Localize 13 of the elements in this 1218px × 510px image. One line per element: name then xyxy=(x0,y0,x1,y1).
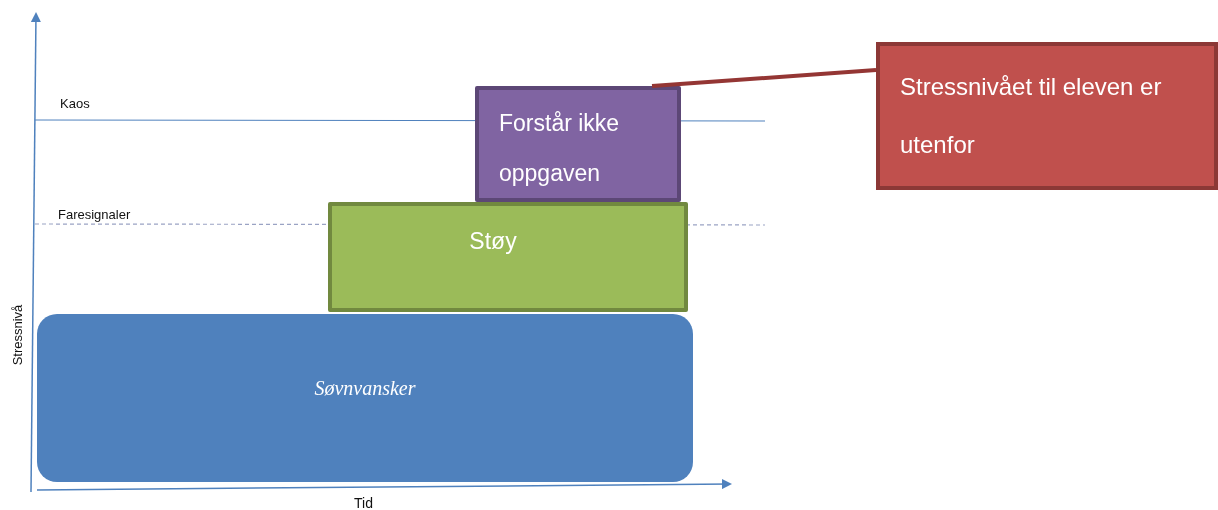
leader-line xyxy=(651,68,877,88)
node-text: Søvnvansker xyxy=(313,376,417,401)
callout-box xyxy=(876,42,1218,190)
axis-title: Tid xyxy=(354,495,373,510)
axis-title: Stressnivå xyxy=(9,304,25,366)
stress-block xyxy=(475,86,681,202)
node-text: Støy xyxy=(468,227,518,256)
node-text: Forstår ikke oppgaven xyxy=(499,109,621,188)
stress-block xyxy=(328,202,688,312)
node-text: Stressnivået til eleven er utenfor xyxy=(900,72,1163,160)
stress-block xyxy=(37,314,693,482)
threshold-label: Faresignaler xyxy=(58,207,131,222)
threshold-label: Kaos xyxy=(60,96,90,111)
